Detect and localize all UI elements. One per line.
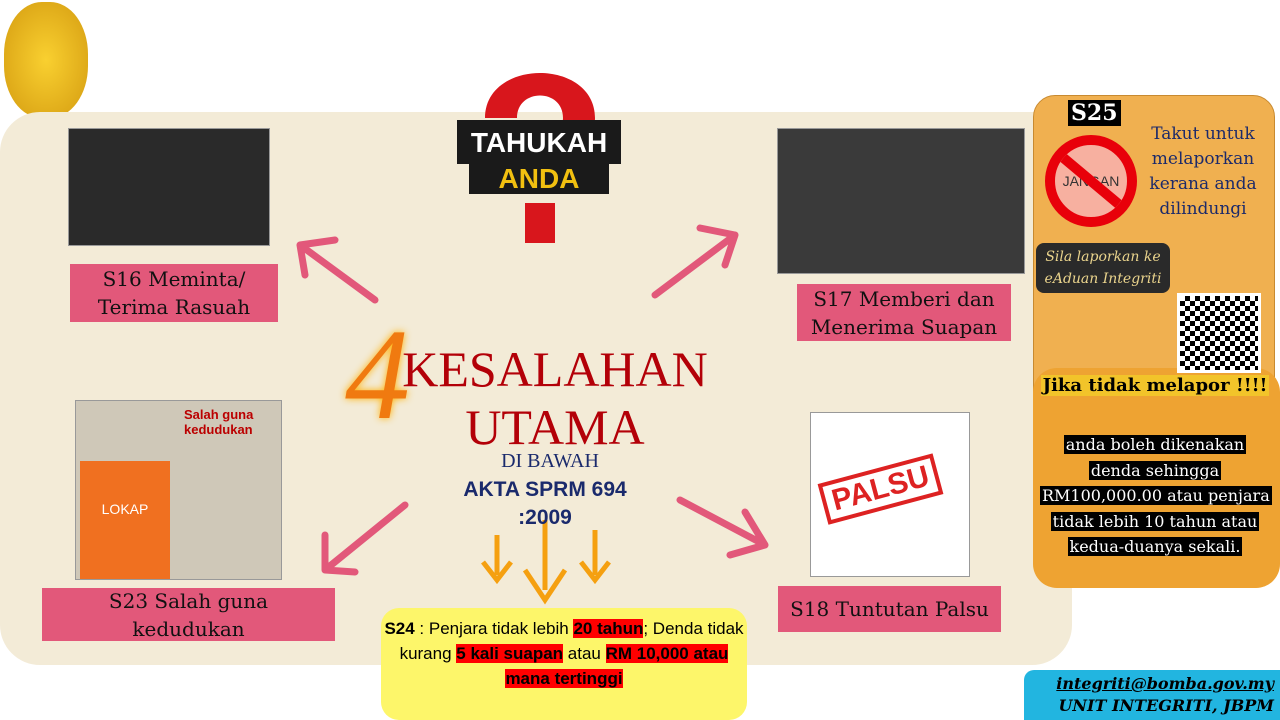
act-line2: :2009 <box>518 506 572 529</box>
penalty-text: anda boleh dikenakan denda sehingga RM10… <box>1040 432 1272 560</box>
arrow-to-s23 <box>321 501 409 576</box>
title-line2: UTAMA <box>465 399 645 455</box>
badge-line2: ANDA <box>499 163 580 194</box>
s25-message: Takut untuk melaporkan kerana anda dilin… <box>1149 124 1257 219</box>
arrow-to-s18 <box>676 496 769 559</box>
offence-s16-label: S16 Meminta/ Terima Rasuah <box>70 264 278 322</box>
s24-highlight2: 5 kali suapan <box>456 644 564 663</box>
no-sign-icon: JANGAN <box>1045 135 1137 227</box>
s24-highlight1: 20 tahun <box>573 619 644 638</box>
penalty-content: anda boleh dikenakan denda sehingga RM10… <box>1040 435 1272 556</box>
s24-text3: atau <box>563 644 606 663</box>
money-exchange-photo <box>777 128 1025 274</box>
warning-heading: Jika tidak melapor !!!! <box>1040 372 1270 400</box>
s24-text2: ; Denda tidak kurang <box>399 619 744 663</box>
sign-text: JANGAN <box>1062 173 1120 189</box>
fire-number-four: 4 <box>345 303 410 447</box>
title-line1: KESALAHAN <box>402 341 708 397</box>
s25-code: S25 <box>1068 100 1121 126</box>
arrow-to-s17 <box>651 224 739 299</box>
handshake-bribe-photo <box>68 128 270 246</box>
warning-text: Jika tidak melapor !!!! <box>1040 375 1270 396</box>
tahukah-anda-badge: TAHUKAH ANDA <box>457 73 621 243</box>
offence-s18-label: S18 Tuntutan Palsu <box>778 586 1001 632</box>
s24-text1: : Penjara tidak lebih <box>414 619 574 638</box>
offence-s17-label: S17 Memberi dan Menerima Suapan <box>797 284 1011 341</box>
s24-penalty-box: S24 : Penjara tidak lebih 20 tahun; Dend… <box>381 608 747 720</box>
contact-email[interactable]: integriti@bomba.gov.my <box>1056 674 1274 693</box>
newspaper-headline: Salah guna kedudukan <box>184 407 254 437</box>
contact-unit: UNIT INTEGRITI, JBPM <box>1058 696 1274 715</box>
offence-s23-label: S23 Salah guna kedudukan <box>42 588 335 641</box>
report-instruction[interactable]: Sila laporkan ke eAduan Integriti <box>1036 243 1170 293</box>
shirt-text: LOKAP <box>80 461 170 579</box>
s24-code: S24 <box>384 619 415 638</box>
bomba-logo <box>4 2 88 118</box>
qr-code[interactable] <box>1177 293 1261 373</box>
fake-document-photo: PALSU <box>810 412 970 577</box>
title-sub: DI BAWAH <box>501 450 599 472</box>
arrow-to-s16 <box>296 236 379 304</box>
badge-line1: TAHUKAH <box>471 127 607 158</box>
act-name: AKTA SPRM 694 :2009 <box>420 476 670 532</box>
fire-arrows-icon <box>481 520 611 605</box>
newspaper-photo: LOKAP Salah guna kedudukan <box>75 400 282 580</box>
act-line1: AKTA SPRM 694 <box>463 478 627 501</box>
